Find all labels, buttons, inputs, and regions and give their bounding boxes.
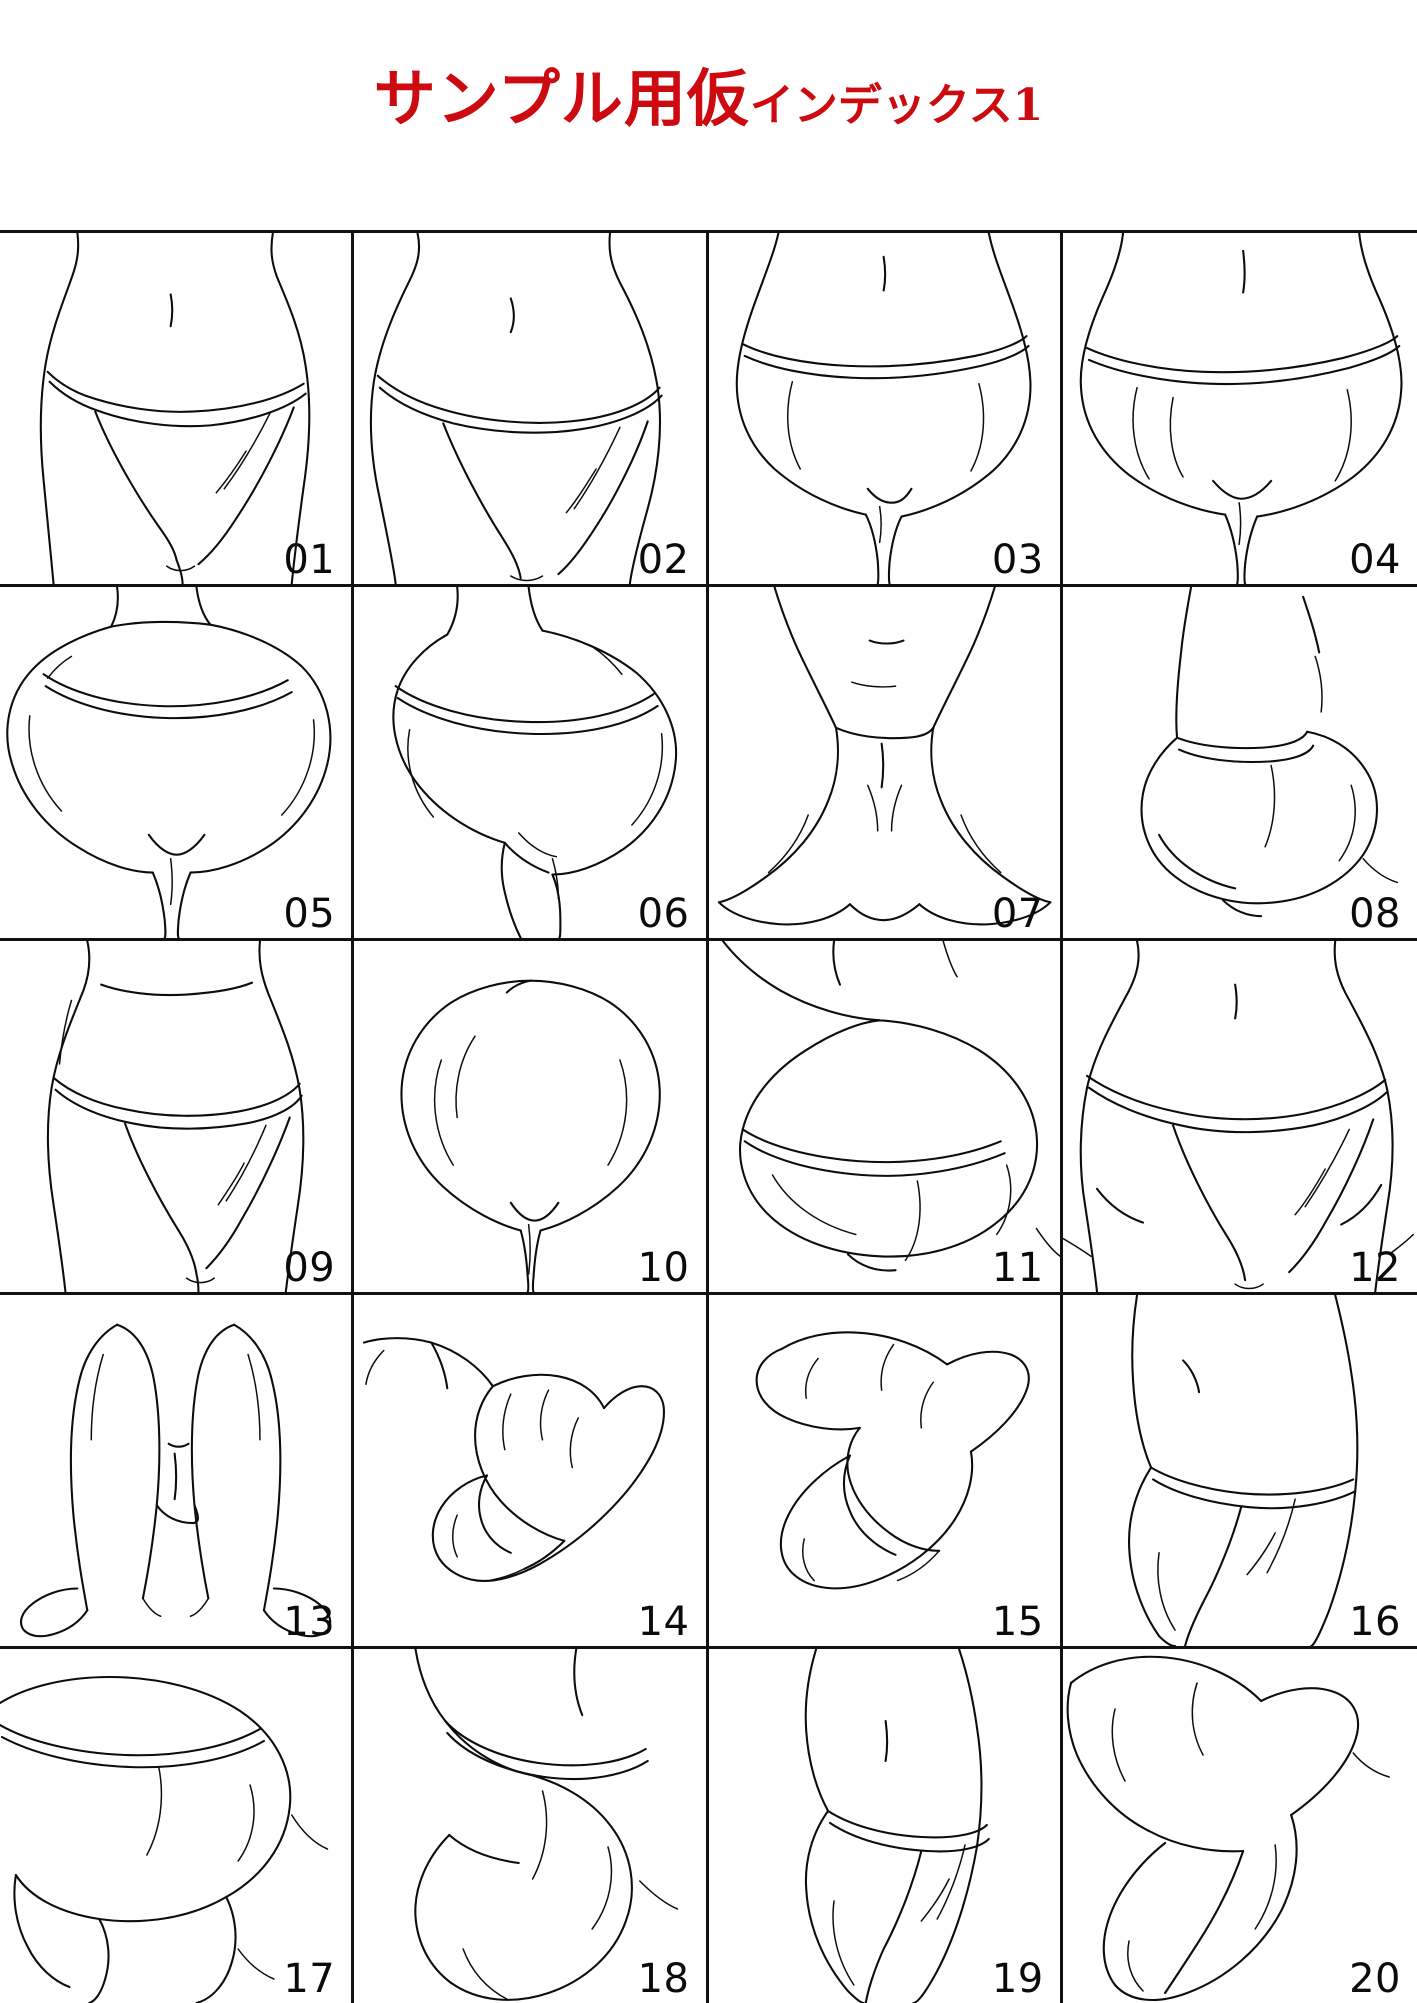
sheet-cell-19[interactable]: 19 xyxy=(708,1649,1063,2003)
cell-number-08: 08 xyxy=(1349,891,1401,937)
sheet-cell-08[interactable]: 08 xyxy=(1062,587,1417,941)
cell-number-13: 13 xyxy=(283,1599,336,1645)
sheet-cell-07[interactable]: 07 xyxy=(708,587,1063,941)
page-header: サンプル用仮インデックス1 xyxy=(0,0,1417,230)
figure-drawing-08 xyxy=(1140,587,1398,918)
cell-number-15: 15 xyxy=(991,1599,1044,1645)
sheet-cell-01[interactable]: 01 xyxy=(0,233,355,587)
cell-number-01: 01 xyxy=(283,537,336,583)
cell-number-05: 05 xyxy=(283,891,336,937)
figure-drawing-07 xyxy=(717,587,1051,926)
sheet-cell-16[interactable]: 16 xyxy=(1062,1295,1417,1649)
figure-drawing-18 xyxy=(414,1649,679,2001)
sheet-cell-17[interactable]: 17 xyxy=(0,1649,355,2003)
figure-drawing-20 xyxy=(1066,1655,1390,2002)
sheet-cell-03[interactable]: 03 xyxy=(708,233,1063,587)
figure-drawing-04 xyxy=(1079,233,1403,584)
figure-drawing-16 xyxy=(1127,1295,1359,1646)
cell-number-04: 04 xyxy=(1349,537,1401,583)
figure-drawing-05 xyxy=(6,587,332,938)
figure-drawing-10 xyxy=(400,979,662,1292)
figure-drawing-19 xyxy=(804,1649,990,2003)
cell-number-20: 20 xyxy=(1349,1956,1401,2002)
cell-number-19: 19 xyxy=(991,1956,1044,2002)
cell-number-14: 14 xyxy=(637,1599,690,1645)
cell-number-02: 02 xyxy=(637,537,690,583)
figure-drawing-03 xyxy=(735,233,1032,584)
reference-sheet-grid: 01 02 xyxy=(0,230,1417,2003)
cell-number-07: 07 xyxy=(991,891,1044,937)
cell-number-09: 09 xyxy=(283,1245,336,1291)
figure-drawing-15 xyxy=(755,1331,1030,1590)
sheet-cell-20[interactable]: 20 xyxy=(1062,1649,1417,2003)
sheet-cell-04[interactable]: 04 xyxy=(1062,233,1417,587)
sheet-cell-02[interactable]: 02 xyxy=(354,233,709,587)
figure-drawing-11 xyxy=(721,941,1060,1272)
cell-number-10: 10 xyxy=(637,1245,690,1291)
sheet-cell-06[interactable]: 06 xyxy=(354,587,709,941)
cell-number-06: 06 xyxy=(637,891,690,937)
sheet-cell-13[interactable]: 13 xyxy=(0,1295,355,1649)
cell-number-17: 17 xyxy=(283,1956,336,2002)
figure-drawing-09 xyxy=(46,941,305,1292)
sheet-cell-11[interactable]: 11 xyxy=(708,941,1063,1295)
figure-drawing-06 xyxy=(392,587,678,938)
page-title-main: サンプル用仮 xyxy=(373,62,750,135)
sheet-cell-14[interactable]: 14 xyxy=(354,1295,709,1649)
sheet-cell-10[interactable]: 10 xyxy=(354,941,709,1295)
figure-drawing-14 xyxy=(363,1337,666,1582)
figure-drawing-01 xyxy=(39,233,311,584)
cell-number-18: 18 xyxy=(637,1956,690,2002)
cell-number-16: 16 xyxy=(1349,1599,1401,1645)
cell-number-03: 03 xyxy=(991,537,1044,583)
sheet-cell-18[interactable]: 18 xyxy=(354,1649,709,2003)
figure-drawing-12 xyxy=(1062,941,1414,1292)
figure-drawing-17 xyxy=(0,1675,329,2003)
page-title-sub: インデックス1 xyxy=(749,80,1044,131)
figure-drawing-13 xyxy=(20,1323,332,1638)
sheet-cell-15[interactable]: 15 xyxy=(708,1295,1063,1649)
sheet-cell-12[interactable]: 12 xyxy=(1062,941,1417,1295)
page-title: サンプル用仮インデックス1 xyxy=(0,68,1417,130)
figure-drawing-02 xyxy=(370,233,663,584)
cell-number-11: 11 xyxy=(991,1245,1044,1291)
sheet-cell-05[interactable]: 05 xyxy=(0,587,355,941)
cell-number-12: 12 xyxy=(1349,1245,1401,1291)
sheet-cell-09[interactable]: 09 xyxy=(0,941,355,1295)
